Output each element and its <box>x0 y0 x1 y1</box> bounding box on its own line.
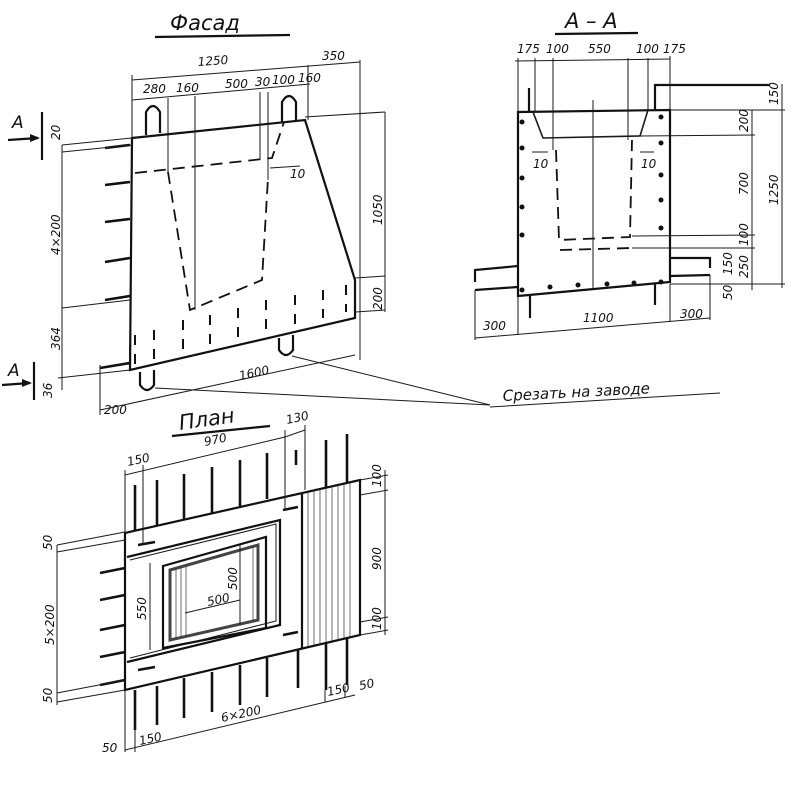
dim-label: 500 <box>226 567 240 590</box>
left-rebar-stubs <box>99 143 131 370</box>
dim-label: 20 <box>49 124 63 140</box>
right-bar-stub <box>669 256 712 278</box>
left-bar-stub <box>473 264 519 292</box>
plan-bottom-bars <box>133 637 349 730</box>
recess-frame <box>129 523 277 659</box>
dim-label: 5×200 <box>43 604 57 645</box>
bottom-rebar <box>134 285 347 365</box>
dim-label: 50 <box>358 676 376 693</box>
dim-label: 550 <box>135 597 149 620</box>
plan-dimension-lines <box>56 425 389 752</box>
dim-label: 50 <box>41 687 55 703</box>
note-underline <box>489 392 721 408</box>
dim-label: 970 <box>203 430 229 449</box>
plan-top-bars <box>133 434 349 530</box>
dim-label: 1100 <box>583 311 614 325</box>
dim-label: 160 <box>176 81 199 95</box>
dim-label: 150 <box>326 680 352 699</box>
dim-label: 4×200 <box>49 214 63 255</box>
dim-label: 175 <box>517 42 540 56</box>
section-marker-bottom: A <box>1 361 36 400</box>
lifting-loop <box>277 335 295 357</box>
plan-left-bars <box>99 566 126 687</box>
lifting-loop <box>280 94 298 123</box>
dim-label: 50 <box>102 741 118 755</box>
dim-label: 500 <box>206 590 232 609</box>
dim-label: 175 <box>663 42 686 56</box>
lifting-loop <box>144 104 162 135</box>
dim-label: 250 <box>737 255 751 278</box>
window-reveal <box>168 543 260 642</box>
dim-label: 50 <box>721 284 735 300</box>
dim-label: 100 <box>737 223 751 246</box>
loop-stub <box>653 83 770 110</box>
note-leader <box>291 355 491 406</box>
factory-cut-note: Срезать на заводе <box>502 379 650 405</box>
dim-label: 36 <box>41 382 55 398</box>
rebar-dots <box>519 114 664 293</box>
dim-label: 500 <box>225 77 248 91</box>
dim-label: 200 <box>104 403 127 417</box>
dim-label: 50 <box>41 534 55 550</box>
window-hidden <box>559 247 633 251</box>
dim-label: 900 <box>370 547 384 570</box>
section-letter: A <box>7 361 20 381</box>
window-opening <box>161 535 268 650</box>
dim-label: 100 <box>370 607 384 630</box>
dim-label: 1250 <box>197 53 229 69</box>
dim-label: 1250 <box>767 174 781 205</box>
section-marker-top: A <box>7 112 44 160</box>
dim-label: 1050 <box>371 194 385 225</box>
dim-label: 150 <box>767 82 781 105</box>
dim-label: 150 <box>721 252 735 275</box>
dim-label: 150 <box>126 450 152 469</box>
hatched-zone <box>300 482 351 648</box>
dim-label: 300 <box>483 319 506 333</box>
dim-label: 350 <box>322 49 345 63</box>
dim-label: 150 <box>138 729 164 748</box>
dim-label: 10 <box>290 167 306 181</box>
dim-label: 550 <box>588 42 611 56</box>
note-leader <box>154 387 491 406</box>
recess-frame <box>126 518 282 664</box>
window-reveal-hatch <box>175 546 254 638</box>
dim-label: 1600 <box>238 363 271 383</box>
section-title-underline <box>554 31 639 36</box>
lifting-loop <box>138 370 156 392</box>
window-opening-hidden <box>167 171 269 312</box>
dim-label: 100 <box>636 42 659 56</box>
dim-label: 100 <box>272 73 295 87</box>
section-outline <box>516 108 672 298</box>
dim-label: 200 <box>737 109 751 132</box>
dim-label: 200 <box>371 287 385 310</box>
facade-view: Фасад <box>1 11 491 417</box>
facade-panel-outline <box>128 118 357 372</box>
dim-label: 10 <box>641 157 657 171</box>
dim-label: 100 <box>546 42 569 56</box>
dim-label: 30 <box>255 75 271 89</box>
section-recess <box>532 109 649 139</box>
dim-label: 130 <box>285 408 311 427</box>
dim-label: 100 <box>370 464 384 487</box>
dim-label: 300 <box>680 307 703 321</box>
facade-title: Фасад <box>170 11 240 35</box>
dim-label: 6×200 <box>220 703 263 725</box>
window-opening-hidden <box>134 121 285 174</box>
plan-title-underline <box>171 424 271 438</box>
facade-dimension-lines <box>57 60 386 415</box>
dim-label: 160 <box>298 71 321 85</box>
section-title: А – А <box>563 9 618 33</box>
plan-view: План <box>41 403 389 755</box>
dim-label: 280 <box>143 82 166 96</box>
dim-label: 10 <box>533 157 549 171</box>
dim-label: 364 <box>49 327 63 350</box>
facade-title-underline <box>154 33 291 39</box>
section-view: А – А <box>473 9 785 408</box>
dim-label: 700 <box>737 172 751 195</box>
section-letter: A <box>11 113 24 133</box>
window-hidden <box>555 139 633 241</box>
section-dimension-lines <box>474 56 785 340</box>
